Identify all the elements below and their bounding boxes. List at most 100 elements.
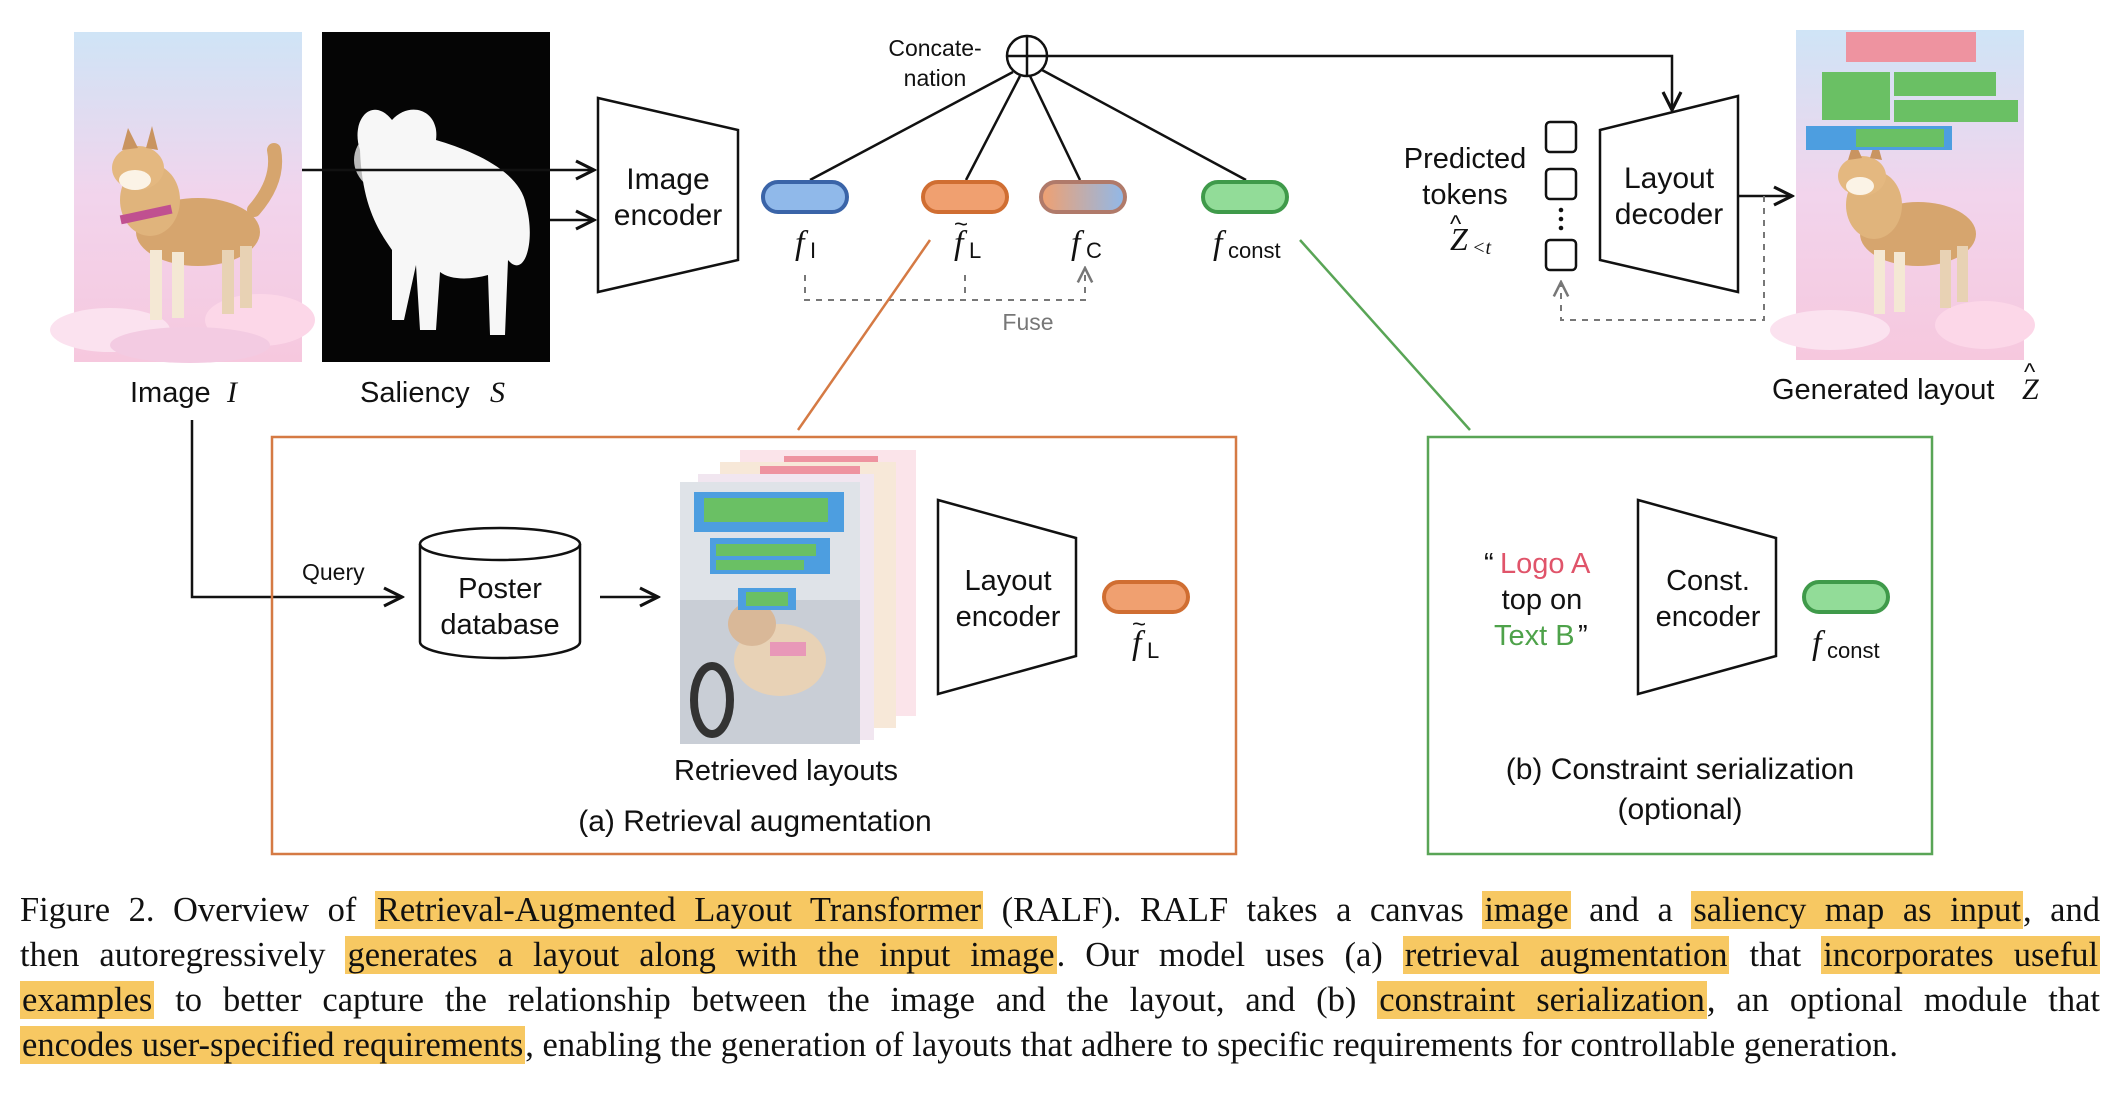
caption-line-4: encodes user-specified requirements, ena… — [20, 1026, 1899, 1064]
layout-encoder — [936, 498, 1078, 696]
query-arrow — [190, 420, 402, 597]
constraint-connector — [1299, 239, 1471, 431]
svg-text:Z: Z — [1450, 221, 1469, 257]
f-const-label-constraint: f const — [1812, 625, 1880, 663]
svg-text:top on: top on — [1502, 584, 1583, 616]
predicted-tokens-label-2: tokens — [1422, 179, 1507, 211]
f-const-token-constraint — [1802, 580, 1890, 614]
retrieved-layouts-stack — [680, 450, 916, 744]
f-layout-label: f ~ L — [954, 211, 981, 263]
highlight: constraint serialization — [1377, 981, 1707, 1019]
retrieval-augmentation-box — [270, 435, 1238, 856]
highlight: retrieval augmentation — [1402, 936, 1730, 974]
image-encoder — [596, 96, 740, 294]
generated-layout-image — [1770, 30, 2035, 360]
concat-to-decoder-arrow — [1047, 54, 1672, 110]
svg-text:Text B: Text B — [1494, 620, 1575, 652]
retrieval-connector — [796, 239, 932, 431]
svg-text:^: ^ — [1450, 211, 1462, 238]
highlight: incorporates useful — [1821, 936, 2101, 974]
token-stack — [1544, 120, 1578, 272]
highlight: examples — [20, 981, 155, 1019]
svg-text:~: ~ — [1132, 611, 1146, 638]
svg-text:f: f — [795, 225, 809, 262]
layout-decoder-label-2: decoder — [1615, 198, 1723, 231]
const-encoder-label-2: encoder — [1656, 601, 1761, 633]
svg-text:”: ” — [1578, 620, 1588, 652]
svg-text:^: ^ — [2024, 359, 2036, 386]
layout-decoder — [1598, 94, 1740, 294]
highlight: generates a layout along with the input … — [345, 936, 1057, 974]
poster-database-label-2: database — [440, 609, 559, 641]
svg-text:f: f — [1071, 225, 1085, 262]
autoregressive-feedback — [1561, 196, 1765, 321]
f-layout-label-retrieval: f ~ L — [1132, 611, 1159, 663]
f-layout-token-retrieval — [1102, 580, 1190, 614]
highlight: saliency map as input — [1691, 891, 2024, 929]
f-image-token — [761, 180, 849, 214]
highlight: encodes user-specified requirements — [20, 1026, 526, 1064]
concatenation-label-2: nation — [904, 65, 967, 91]
fuse-label: Fuse — [1002, 309, 1053, 335]
predicted-tokens-symbol: Z ^ <t — [1450, 211, 1491, 259]
figure-caption: Figure 2. Overview of Retrieval-Augmente… — [20, 888, 2101, 1068]
poster-database — [418, 526, 582, 660]
f-combined-label: f C — [1071, 225, 1102, 263]
const-encoder-label-1: Const. — [1666, 565, 1750, 597]
fc-to-concat-line — [1028, 75, 1082, 181]
f-combined-token — [1039, 180, 1127, 214]
caption-line-2: then autoregressively generates a layout… — [20, 936, 2101, 974]
svg-text:L: L — [1147, 638, 1159, 663]
svg-text:C: C — [1086, 238, 1102, 263]
image-label: Image — [130, 377, 211, 409]
fi-to-concat-line — [809, 70, 1014, 182]
highlight: Retrieval-Augmented Layout Transformer — [374, 891, 984, 929]
image-encoder-label-1: Image — [626, 163, 709, 196]
constraint-serialization-box — [1426, 435, 1934, 856]
image-encoder-label-2: encoder — [614, 199, 722, 232]
svg-text:f: f — [1812, 625, 1826, 662]
constraint-text: “ Logo A top on Text B ” — [1484, 548, 1591, 652]
svg-text:const: const — [1827, 638, 1880, 663]
generated-layout-label: Generated layout — [1772, 374, 1994, 406]
constraint-serialization-label-1: (b) Constraint serialization — [1506, 753, 1854, 786]
constraint-serialization-label-2: (optional) — [1617, 793, 1742, 826]
generated-layout-symbol: Z ^ — [2022, 359, 2039, 406]
f-layout-token — [921, 180, 1009, 214]
saliency-map — [322, 32, 550, 362]
f-image-label: f I — [795, 225, 816, 263]
svg-text:Logo A: Logo A — [1500, 548, 1591, 580]
query-label: Query — [302, 559, 365, 585]
fconst-to-concat-line — [1041, 68, 1247, 182]
layout-encoder-label-1: Layout — [964, 565, 1051, 597]
concatenation-label-1: Concate- — [888, 35, 981, 61]
layout-decoder-label-1: Layout — [1624, 162, 1715, 195]
predicted-tokens-label-1: Predicted — [1404, 143, 1527, 175]
concatenation-symbol — [1005, 34, 1049, 78]
svg-text:“: “ — [1484, 548, 1494, 580]
svg-text:L: L — [969, 238, 981, 263]
retrieved-layouts-label: Retrieved layouts — [674, 755, 898, 787]
layout-encoder-label-2: encoder — [956, 601, 1061, 633]
svg-text:~: ~ — [954, 211, 968, 238]
input-image — [50, 32, 315, 363]
const-encoder — [1636, 498, 1778, 696]
saliency-label: Saliency — [360, 377, 470, 409]
image-symbol: I — [226, 376, 239, 409]
highlight: image — [1482, 891, 1571, 929]
fuse-connector — [804, 268, 1085, 301]
svg-text:Z: Z — [2022, 373, 2039, 406]
caption-line-1: Figure 2. Overview of Retrieval-Augmente… — [20, 891, 2100, 929]
caption-line-3: examples to better capture the relations… — [20, 981, 2100, 1019]
poster-database-label-1: Poster — [458, 573, 542, 605]
f-const-label: f const — [1213, 225, 1281, 263]
saliency-symbol: S — [490, 376, 505, 409]
svg-text:I: I — [810, 238, 816, 263]
svg-text:const: const — [1228, 238, 1281, 263]
f-const-token — [1201, 180, 1289, 214]
fl-to-concat-line — [964, 75, 1022, 181]
svg-text:<t: <t — [1472, 237, 1491, 259]
retrieval-augmentation-label: (a) Retrieval augmentation — [578, 805, 932, 838]
ralf-overview-diagram: Image I Saliency S Image encoder Concate… — [50, 30, 2039, 856]
svg-text:f: f — [1213, 225, 1227, 262]
